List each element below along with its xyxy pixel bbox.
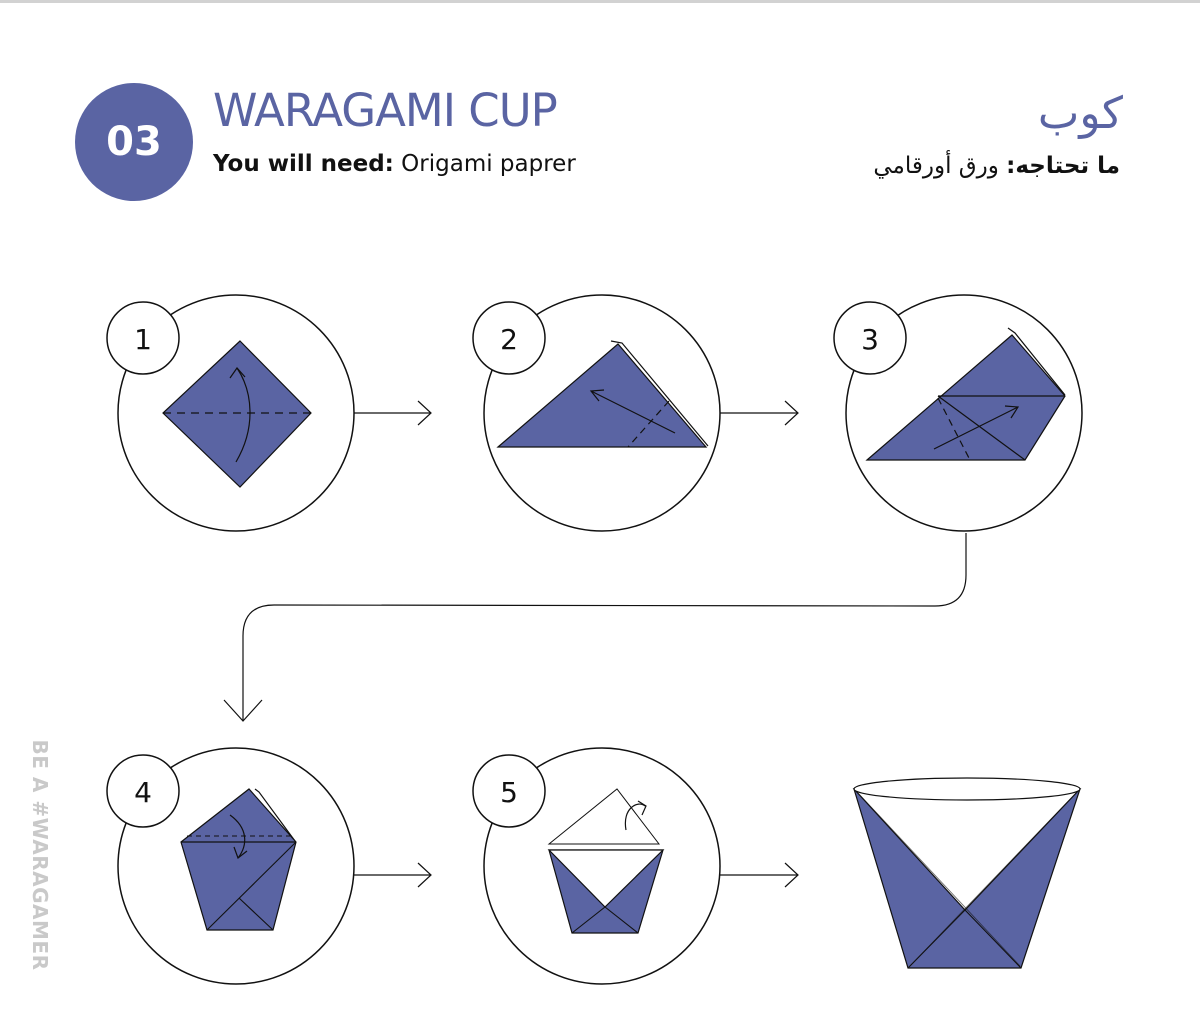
materials-label: You will need: (213, 151, 394, 177)
materials-label-arabic: ما تحتاجه: (1006, 153, 1120, 179)
step-5-cup-opening (547, 849, 665, 908)
step-5-fold-arrow (624, 803, 646, 831)
step-5-crease-b (604, 906, 639, 934)
step-2-number: 2 (500, 323, 518, 356)
step-3-arrowhead (1004, 405, 1020, 419)
step-2-paper-triangle (496, 343, 708, 448)
step-4-number: 4 (134, 776, 152, 809)
step-4-arrowhead (233, 846, 248, 859)
step-4: 4 (106, 747, 355, 985)
page-title: WARAGAMI CUP (213, 84, 558, 137)
cup-edge-highlight-b (909, 792, 1077, 967)
step-4-fold-arrow (229, 814, 246, 859)
step-2-number-circle (472, 301, 546, 375)
step-3-fold-arrow (933, 406, 1019, 450)
step-5-arrowhead (637, 800, 647, 816)
step-5-crease-a (571, 906, 606, 934)
cup-crease-b (964, 909, 1022, 969)
arrow-3-to-4 (223, 533, 967, 722)
step-2-arrowhead (589, 389, 605, 402)
step-4-number-circle (106, 754, 180, 828)
cup-rim (853, 777, 1081, 801)
finished-cup (852, 777, 1082, 969)
step-4-crease-a (206, 841, 297, 931)
step-4-crease-b (238, 897, 274, 931)
step-1-fold-arrow (235, 367, 251, 463)
step-3: 3 (833, 294, 1083, 532)
step-2-fold-arrow (590, 390, 676, 434)
step-1-number-circle (106, 301, 180, 375)
materials-line: You will need: Origami paprer (213, 151, 576, 177)
materials-line-arabic: ما تحتاجه: ورق أورقامي (873, 153, 1120, 179)
step-badge: 03 (75, 83, 193, 201)
arrow-4-to-5 (354, 862, 432, 888)
step-2-fold-line (627, 400, 670, 448)
step-2: 2 (472, 294, 721, 532)
step-3-number: 3 (861, 323, 879, 356)
step-1-arrowhead (229, 367, 246, 379)
step-4-paper-shape (180, 788, 297, 931)
page-title-arabic: كوب (1037, 88, 1123, 139)
step-3-back-layer (1007, 327, 1066, 396)
step-5-number-circle (472, 754, 546, 828)
step-2-back-layer (610, 340, 709, 447)
arrow-2-to-3 (720, 400, 799, 426)
cup-edge-highlight-a (857, 792, 1021, 967)
step-1-paper-square (162, 340, 312, 488)
step-5: 5 (472, 747, 721, 985)
step-3-number-circle (833, 301, 907, 375)
arrow-5-to-result (720, 862, 799, 888)
top-rule (0, 0, 1200, 3)
step-3-crease (937, 395, 1026, 461)
materials-value-arabic: ورق أورقامي (873, 153, 1007, 179)
step-5-number: 5 (500, 776, 518, 809)
step-1: 1 (106, 294, 355, 532)
materials-value: Origami paprer (393, 151, 576, 177)
arrow-1-to-2 (354, 400, 432, 426)
step-1-number: 1 (134, 323, 152, 356)
step-4-back-layer (254, 788, 296, 842)
